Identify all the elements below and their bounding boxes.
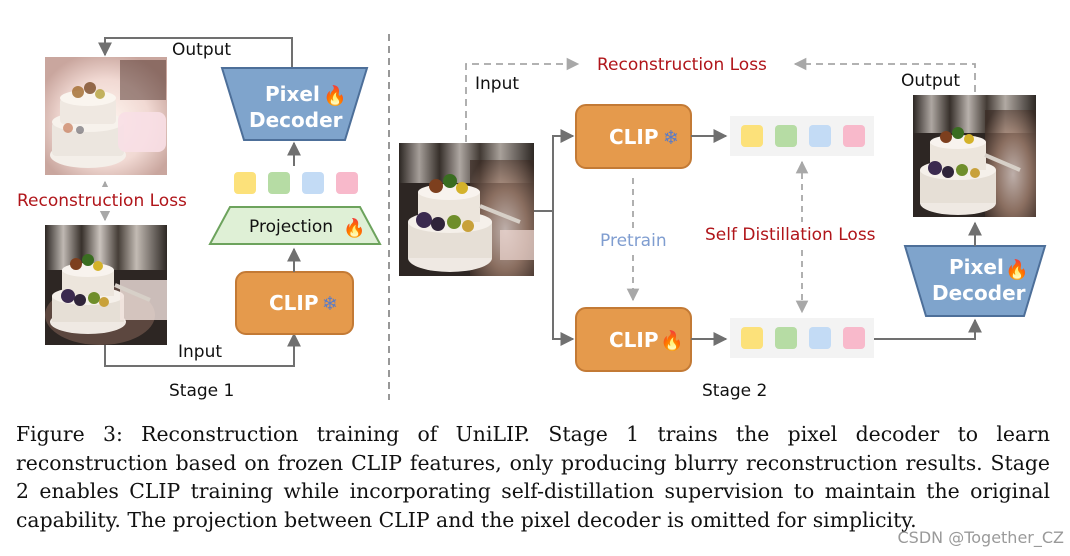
unilip-diagram: Input Output Reconstruction Loss CLIP ❄ … [17,34,1047,401]
stage2-output-label: Output [901,71,960,91]
stage1-output-arrow [98,37,293,68]
stage1-label: Stage 1 [169,381,234,401]
stage2-pretrain-label: Pretrain [600,231,667,251]
stage2-token-row-bottom [730,318,874,358]
stage1-decoder-line2: Decoder [249,108,343,132]
snowflake-icon: ❄ [663,127,679,149]
stage2-label: Stage 2 [702,381,767,401]
stage2-decoder-line1: Pixel [949,255,1004,279]
flame-icon: 🔥 [1005,258,1029,281]
stage2-recon-loss-label: Reconstruction Loss [597,55,767,75]
stage1-token-row [234,172,358,194]
stage1-output-label: Output [172,40,231,60]
stage2-pixel-decoder-block: Pixel 🔥 Decoder [903,245,1047,317]
stage1-clip-label: CLIP [269,291,319,315]
stage2-clip-trained-block: CLIP 🔥 [575,307,692,372]
stage1-projection-block: Projection 🔥 [208,206,382,245]
stage1-pixel-decoder-block: Pixel 🔥 Decoder [220,67,369,141]
stage2-self-distill-label: Self Distillation Loss [705,225,876,245]
flame-icon: 🔥 [660,329,684,352]
stage2-input-label: Input [475,74,519,94]
stage2-output-image [913,95,1036,217]
stage2-input-dashed-up [465,57,580,142]
stage2-output-dashed-up [793,57,976,92]
stage1-decoder-line1: Pixel [265,82,320,106]
stage1-input-arrow [104,332,301,367]
stage1-clip-block: CLIP ❄ [235,271,354,335]
stage2-clip-trained-label: CLIP [609,328,659,352]
stage2-clip-frozen-block: CLIP ❄ [575,104,692,169]
stage1-recon-loss-label: Reconstruction Loss [17,191,187,211]
stage1-output-image [45,57,167,175]
stage2-token-row-top [730,116,874,156]
stage2-decoder-line2: Decoder [932,281,1026,305]
snowflake-icon: ❄ [322,293,338,315]
watermark: CSDN @Together_CZ [897,528,1064,547]
stage1-input-image [45,225,167,345]
stage2-clip-frozen-label: CLIP [609,125,659,149]
figure-caption: Figure 3: Reconstruction training of Uni… [16,422,1050,532]
flame-icon: 🔥 [343,217,365,239]
stage1-projection-label: Projection [249,217,333,237]
stage2-input-image [399,143,534,276]
stage1-input-label: Input [178,342,222,362]
flame-icon: 🔥 [323,84,347,107]
